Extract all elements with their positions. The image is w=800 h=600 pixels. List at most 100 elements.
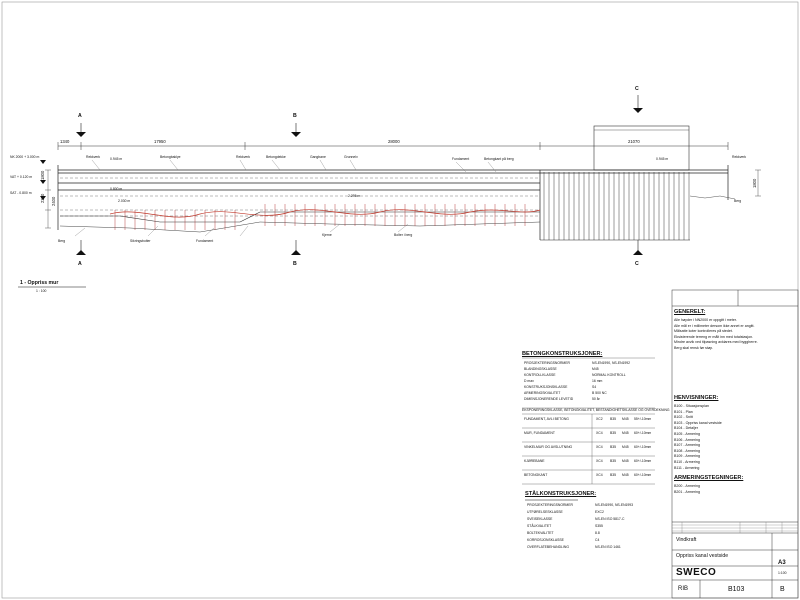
spec-value: EXC2 — [595, 510, 604, 514]
list-item: B102 - Snitt — [674, 415, 693, 420]
revision-label: B — [780, 586, 785, 593]
spec-value: NS-EN ISO 5817-C — [595, 517, 625, 521]
height-marker: 0.945 m — [656, 157, 669, 161]
format-label: A3 — [778, 560, 786, 566]
list-item: B101 - Plan — [674, 409, 693, 414]
table-cell: 60+/-10mm — [634, 473, 652, 477]
table-cell: B35 — [610, 417, 617, 421]
callout-label: Betongkant på berg — [484, 157, 514, 161]
table-cell: VINKELMUR OG AVSLUTNING — [524, 445, 573, 449]
betong-table-title: EKSPONERINGSKLASSE, BETONGKVALITET, BEST… — [522, 408, 670, 412]
spec-key: PROSJEKTERINGSNORMER — [527, 503, 573, 507]
list-item: Eksisterende terreng er målt inn med tot… — [674, 334, 754, 339]
table-cell: XC2 — [596, 417, 603, 421]
section-label-bottom: B — [293, 261, 297, 267]
spec-key: OVERFLATEBEHANDLING — [527, 545, 569, 549]
list-item: B107 - Armering — [674, 443, 700, 448]
list-item: Mindre avvik ved tilpasning avklares med… — [674, 340, 758, 345]
height-marker: 2.030 m — [118, 199, 131, 203]
table-cell: B35 — [610, 473, 617, 477]
vertical-dimension: 1800 — [40, 170, 45, 180]
table-cell: B35 — [610, 445, 617, 449]
callout-label: Bolter i berg — [394, 233, 413, 237]
vertical-dimension: 2400 — [51, 196, 56, 206]
spec-key: KONTROLLKLASSE — [524, 373, 556, 377]
callout-label: Rekkverk — [236, 155, 251, 159]
level-label: SAT - 0.800 m — [10, 191, 32, 195]
table-cell: M45 — [622, 473, 629, 477]
spec-value: NS-EN1990, NS-EN1992 — [592, 361, 631, 365]
table-cell: KJØREBANE — [524, 459, 545, 463]
table-cell: MUR, FUNDAMENT — [524, 431, 555, 435]
list-item: B105 - Armering — [674, 431, 700, 436]
spec-value: C4 — [595, 538, 600, 542]
callout-label: Sikringsbolter — [130, 239, 151, 243]
drawing-number: B103 — [728, 586, 745, 593]
table-cell: XC4 — [596, 459, 603, 463]
dimension-label: 17950 — [154, 139, 166, 144]
dimension-label: 21070 — [628, 139, 640, 144]
list-item: B103 - Oppriss kanal vestside — [674, 420, 722, 425]
armering-title: ARMERINGSTEGNINGER: — [674, 475, 744, 481]
vertical-dimension: 2300 — [40, 193, 45, 203]
callout-label: Fundament — [196, 239, 214, 243]
spec-value: NS-EN1990, NS-EN1993 — [595, 503, 634, 507]
section-label-bottom: C — [635, 261, 639, 267]
callout-label: Berg — [734, 199, 742, 203]
list-item: B100 - Situasjonsplan — [674, 404, 709, 408]
section-label-top: B — [293, 113, 297, 119]
height-marker: 0.945 m — [110, 157, 123, 161]
spec-value: B 500 NC — [592, 391, 607, 395]
height-marker: 2.295 m — [348, 194, 361, 198]
dimension-label: 1340 — [60, 139, 70, 144]
list-item: B109 - Armering — [674, 454, 700, 459]
table-cell: 60+/-10mm — [634, 445, 652, 449]
table-cell: XC4 — [596, 445, 603, 449]
spec-value: 16 mm — [592, 379, 603, 383]
spec-value: S4 — [592, 385, 597, 389]
list-item: Alle høyder i NN2000 er oppgitt i meter. — [674, 318, 737, 322]
spec-value: 8.8 — [595, 531, 600, 535]
scale-label: 1:100 — [778, 571, 787, 575]
callout-label: Betongbaklye — [160, 155, 181, 159]
table-cell: B35 — [610, 431, 617, 435]
callout-label: Gangbane — [310, 155, 326, 159]
betong-section: BETONGKONSTRUKSJONER: PROSJEKTERINGSNORM… — [522, 351, 670, 486]
table-cell: FUNDAMENT, AVLI BETONG — [524, 417, 569, 421]
table-cell: XC4 — [596, 473, 603, 477]
section-label-top: C — [635, 86, 639, 92]
spec-key: D max — [524, 379, 534, 383]
height-marker: 0.800 m — [110, 187, 123, 191]
dimension-label: 28000 — [388, 139, 400, 144]
table-cell: M45 — [622, 431, 629, 435]
callout-label: Fundament — [452, 157, 470, 161]
callout-label: Rekkverk — [86, 155, 101, 159]
project-name: Vindkraft — [676, 537, 697, 543]
stal-title: STÅLKONSTRUKSJONER: — [525, 491, 597, 497]
notes-panel: GENERELT: Alle høyder i NN2000 er oppgit… — [674, 308, 796, 522]
list-item: B108 - Armering — [674, 448, 700, 453]
spec-key: STÅLKVALITET — [527, 524, 552, 528]
callout-label: Betongdekke — [266, 155, 286, 159]
spec-value: M45 — [592, 367, 599, 371]
list-item: B201 - Armering — [674, 489, 700, 494]
level-label: VAT + 0.120 m — [10, 175, 33, 179]
list-item: B104 - Detaljer — [674, 426, 698, 431]
table-cell: 60+/-10mm — [634, 431, 652, 435]
company-logo: SWECO — [676, 567, 717, 578]
list-item: B110 - Armering — [674, 459, 700, 464]
spec-value: NORMAL KONTROLL — [592, 373, 626, 377]
spec-key: KONSTRUKSJONSKLASSE — [524, 385, 568, 389]
spec-value: S355 — [595, 524, 603, 528]
spec-key: DIMENSJONERENDE LEVETID — [524, 397, 574, 401]
level-label: NK 2000 + 3.000 m — [10, 155, 40, 159]
table-cell: 60+/-10mm — [634, 459, 652, 463]
drawing-name: Oppriss kanal vestside — [676, 553, 729, 559]
list-item: Berg skal rensk før støp. — [674, 345, 714, 350]
table-cell: B35 — [610, 459, 617, 463]
spec-value: NS-EN ISO 1461 — [595, 545, 621, 549]
list-item: B111 - Armering — [674, 465, 700, 470]
